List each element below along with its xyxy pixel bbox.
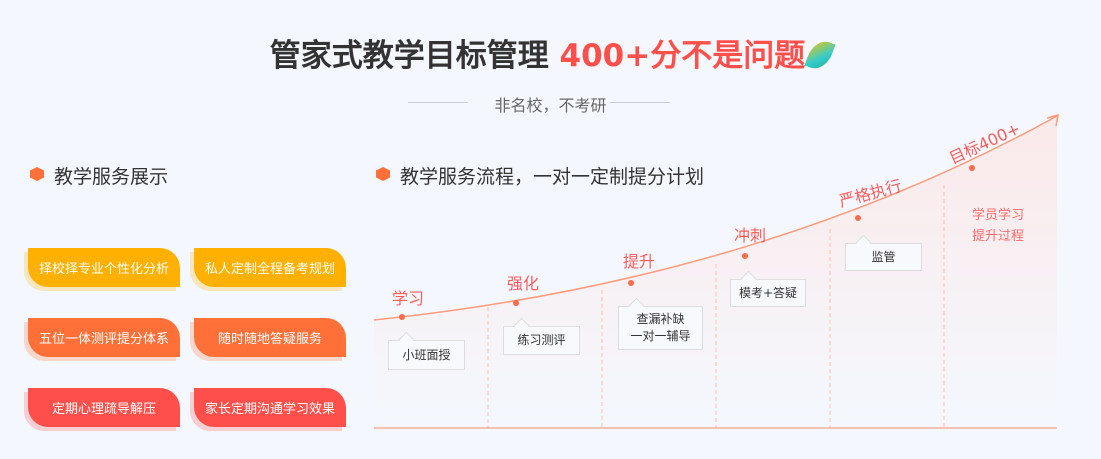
subtitle: 非名校，不考研 <box>494 96 607 115</box>
stage-dividers <box>487 185 945 428</box>
stage-label: 提升 <box>623 252 656 271</box>
service-button[interactable]: 私人定制全程备考规划 <box>190 248 346 291</box>
stage-dots <box>399 165 975 320</box>
service-button[interactable]: 家长定期沟通学习效果 <box>190 388 346 431</box>
page-title: 管家式教学目标管理 400+分不是问题 <box>0 30 1101 75</box>
divider <box>610 102 670 103</box>
arrow-icon <box>1046 113 1059 127</box>
section-title-services: 教学服务展示 <box>54 166 169 188</box>
detail-box: 监管 <box>845 243 922 271</box>
curve-line <box>373 115 1058 321</box>
divider <box>408 102 468 103</box>
stage-label: 学习 <box>392 289 425 308</box>
hexagon-icon <box>376 167 390 181</box>
detail-box: 查漏补缺一对一辅导 <box>618 306 703 350</box>
summary-text: 学员学习提升过程 <box>971 208 1024 244</box>
detail-box: 模考+答疑 <box>730 279 806 307</box>
stage-label: 强化 <box>507 274 540 293</box>
service-button[interactable]: 五位一体测评提分体系 <box>24 318 180 361</box>
service-button[interactable]: 择校择专业个性化分析 <box>24 248 180 291</box>
service-button[interactable]: 随时随地答疑服务 <box>190 318 346 361</box>
detail-box: 小班面授 <box>388 340 465 370</box>
detail-box: 练习测评 <box>503 326 580 355</box>
stage-label: 冲刺 <box>734 226 767 245</box>
hexagon-icon <box>30 167 44 181</box>
service-button[interactable]: 定期心理疏导解压 <box>24 388 180 431</box>
section-title-process: 教学服务流程，一对一定制提分计划 <box>400 166 705 188</box>
